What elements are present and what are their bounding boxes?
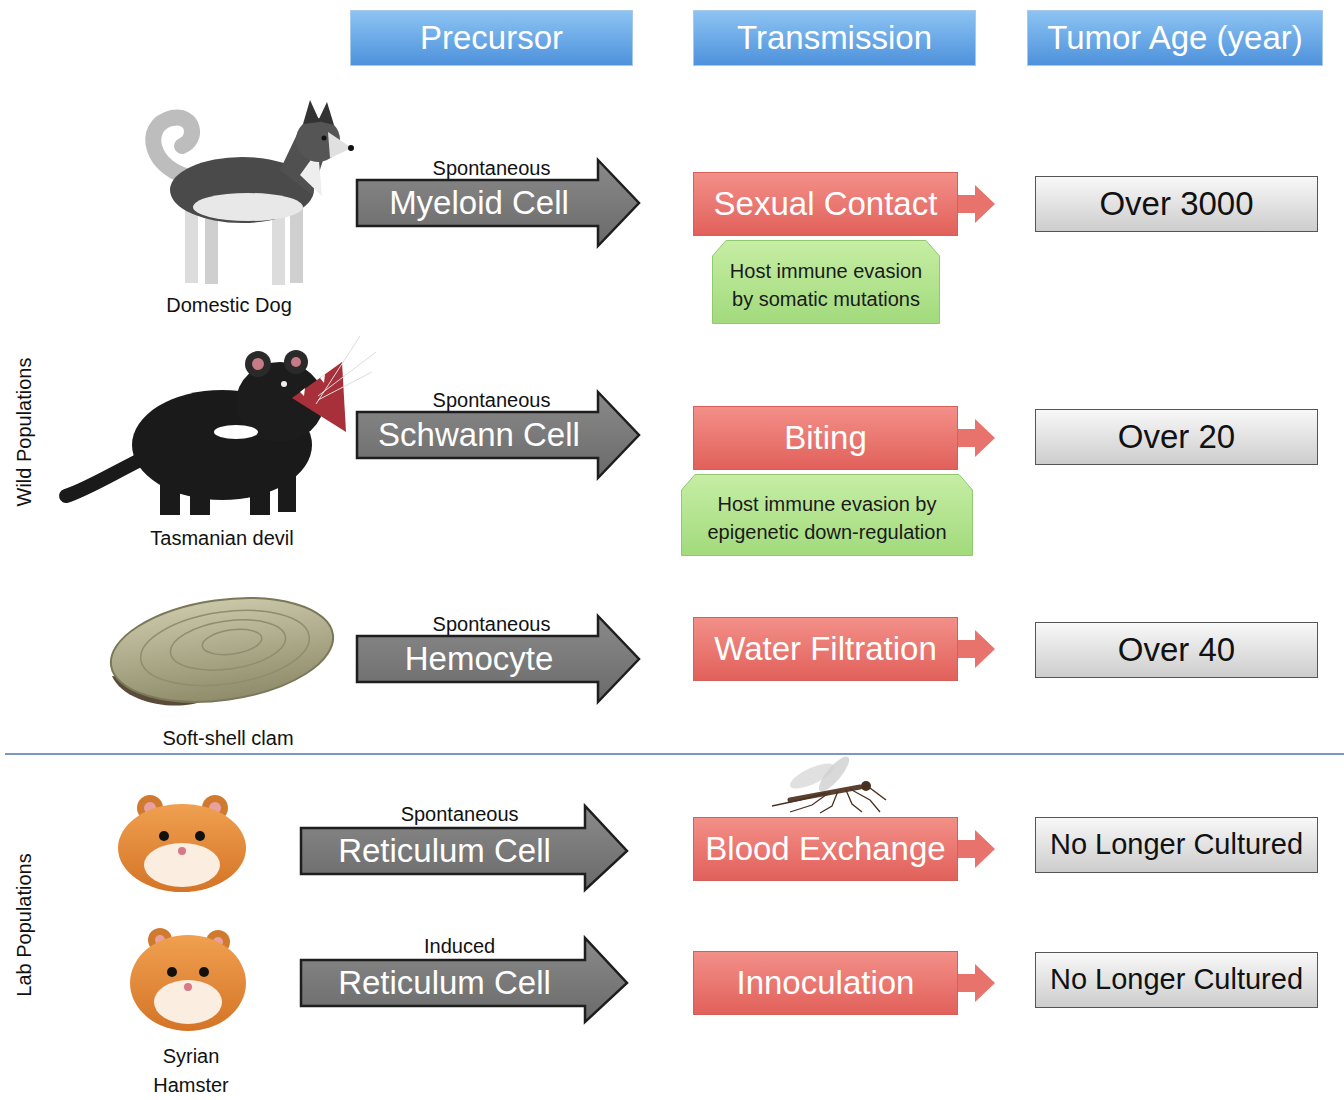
animal-name: Syrian Hamster bbox=[135, 1042, 247, 1100]
devil-illustration bbox=[66, 336, 376, 515]
tumor-age-box: No Longer Cultured bbox=[1035, 817, 1318, 873]
transmission-rect bbox=[694, 173, 958, 236]
header-text: Precursor bbox=[420, 19, 563, 57]
transmission-rect bbox=[694, 818, 958, 881]
immune-evasion-callout: Host immune evasion by epigenetic down-r… bbox=[681, 474, 973, 556]
mosquito-illustration bbox=[772, 753, 886, 813]
arrow-tip bbox=[958, 964, 995, 1002]
callout-text: Host immune evasion by epigenetic down-r… bbox=[690, 484, 964, 546]
transmission-text: Innoculation bbox=[737, 964, 915, 1002]
age-text: Over 3000 bbox=[1099, 185, 1253, 223]
transmission-text: Sexual Contact bbox=[714, 185, 938, 223]
tumor-age-box: Over 40 bbox=[1035, 622, 1318, 678]
precursor-arrow: SpontaneousMyeloid Cell bbox=[356, 157, 640, 249]
transmission-rect bbox=[694, 952, 958, 1015]
transmission-text-frame: Biting bbox=[693, 406, 958, 470]
precursor-arrow: SpontaneousReticulum Cell bbox=[300, 803, 628, 893]
cell-type-text: Hemocyte bbox=[405, 640, 554, 678]
column-header: Tumor Age (year) bbox=[1027, 10, 1323, 66]
animal-name: Domestic Dog bbox=[166, 293, 292, 317]
origin-text: Induced bbox=[424, 935, 495, 957]
divider-line bbox=[5, 753, 1344, 755]
clam-illustration bbox=[104, 585, 340, 715]
column-header: Transmission bbox=[693, 10, 976, 66]
origin-text: Spontaneous bbox=[401, 803, 519, 825]
precursor-arrow: SpontaneousSchwann Cell bbox=[356, 389, 640, 481]
header-text: Tumor Age (year) bbox=[1047, 19, 1303, 57]
transmission-text: Biting bbox=[784, 419, 867, 457]
callout-outline bbox=[682, 475, 973, 556]
arrow-tip bbox=[958, 185, 995, 223]
arrow-tip bbox=[958, 830, 995, 868]
cell-type-text: Reticulum Cell bbox=[338, 964, 551, 1002]
population-label: Wild Populations bbox=[12, 358, 36, 507]
origin-text: Spontaneous bbox=[433, 613, 551, 635]
transmission-text-frame: Water Filtration bbox=[693, 617, 958, 681]
tumor-age-box: Over 20 bbox=[1035, 409, 1318, 465]
age-text: No Longer Cultured bbox=[1050, 963, 1303, 996]
column-header: Precursor bbox=[350, 10, 633, 66]
immune-evasion-callout: Host immune evasion by somatic mutations bbox=[712, 240, 940, 324]
age-text: No Longer Cultured bbox=[1050, 828, 1303, 861]
arrow-tip bbox=[958, 419, 995, 457]
arrow-tip bbox=[958, 630, 995, 668]
header-text: Transmission bbox=[737, 19, 932, 57]
tumor-age-box: No Longer Cultured bbox=[1035, 952, 1318, 1008]
precursor-arrow: SpontaneousHemocyte bbox=[356, 613, 640, 705]
dog-illustration bbox=[153, 100, 354, 285]
animal-name: Tasmanian devil bbox=[150, 526, 293, 550]
tumor-age-box: Over 3000 bbox=[1035, 176, 1318, 232]
hamster-illustration bbox=[118, 795, 246, 892]
transmission-text-frame: Sexual Contact bbox=[693, 172, 958, 236]
age-text: Over 20 bbox=[1118, 418, 1235, 456]
transmission-box: Biting bbox=[693, 406, 996, 470]
transmission-box: Blood Exchange bbox=[693, 817, 996, 881]
hamster-illustration bbox=[130, 928, 246, 1031]
transmission-text-frame: Blood Exchange bbox=[693, 817, 958, 881]
age-text: Over 40 bbox=[1118, 631, 1235, 669]
cell-type-text: Myeloid Cell bbox=[389, 184, 569, 222]
origin-text: Spontaneous bbox=[433, 389, 551, 411]
transmission-rect bbox=[694, 618, 958, 681]
cell-type-text: Schwann Cell bbox=[378, 416, 580, 454]
callout-text: Host immune evasion by somatic mutations bbox=[721, 251, 931, 313]
population-label: Lab Populations bbox=[12, 853, 36, 996]
precursor-arrow: InducedReticulum Cell bbox=[300, 935, 628, 1025]
origin-text: Spontaneous bbox=[433, 157, 551, 179]
transmission-box: Innoculation bbox=[693, 951, 996, 1015]
transmission-text: Blood Exchange bbox=[705, 830, 945, 868]
callout-outline bbox=[713, 241, 940, 324]
transmission-box: Sexual Contact bbox=[693, 172, 996, 236]
transmission-box: Water Filtration bbox=[693, 617, 996, 681]
transmission-rect bbox=[694, 407, 958, 470]
transmission-text: Water Filtration bbox=[714, 630, 937, 668]
cell-type-text: Reticulum Cell bbox=[338, 832, 551, 870]
transmission-text-frame: Innoculation bbox=[693, 951, 958, 1015]
animal-name: Soft-shell clam bbox=[162, 726, 293, 750]
